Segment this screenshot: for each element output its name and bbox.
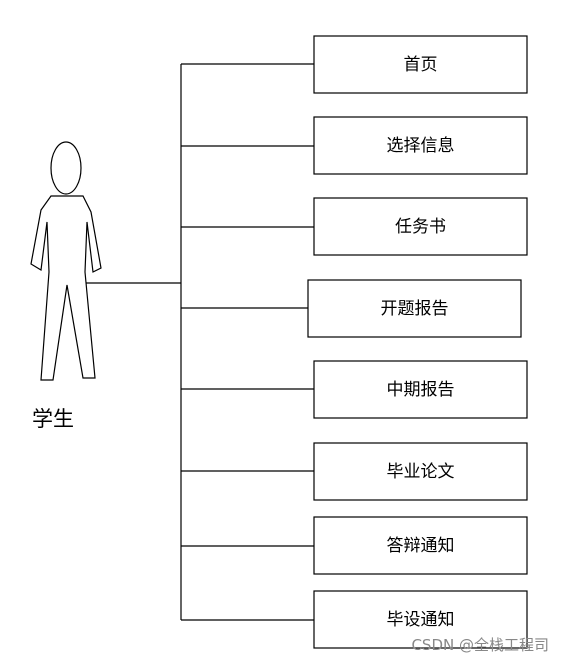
actor-head <box>50 141 82 195</box>
use-case-label: 毕设通知 <box>387 610 455 630</box>
use-case-label: 答辩通知 <box>387 536 455 556</box>
connector-lines <box>86 63 314 621</box>
use-case-label: 开题报告 <box>381 299 449 319</box>
use-case-thesis: 毕业论文 <box>313 442 528 501</box>
actor-body <box>30 195 102 381</box>
use-case-label: 中期报告 <box>387 380 455 400</box>
use-case-label: 毕业论文 <box>387 462 455 482</box>
use-case-project-notice: 毕设通知 <box>313 590 528 649</box>
use-case-opening-report: 开题报告 <box>307 279 522 338</box>
watermark-text: CSDN @全栈工程司 <box>411 636 549 654</box>
use-case-task-book: 任务书 <box>313 197 528 256</box>
use-case-midterm-report: 中期报告 <box>313 360 528 419</box>
use-case-home: 首页 <box>313 35 528 94</box>
use-case-label: 选择信息 <box>387 136 455 156</box>
use-case-select-info: 选择信息 <box>313 116 528 175</box>
use-case-label: 任务书 <box>395 217 446 237</box>
actor-label: 学生 <box>32 407 74 431</box>
use-case-boxes: 首页 选择信息 任务书 开题报告 中期报告 毕业论文 答辩通知 毕设通知 <box>307 35 528 649</box>
student-actor-figure <box>30 141 102 381</box>
use-case-defense-notice: 答辩通知 <box>313 516 528 575</box>
use-case-label: 首页 <box>404 55 438 75</box>
